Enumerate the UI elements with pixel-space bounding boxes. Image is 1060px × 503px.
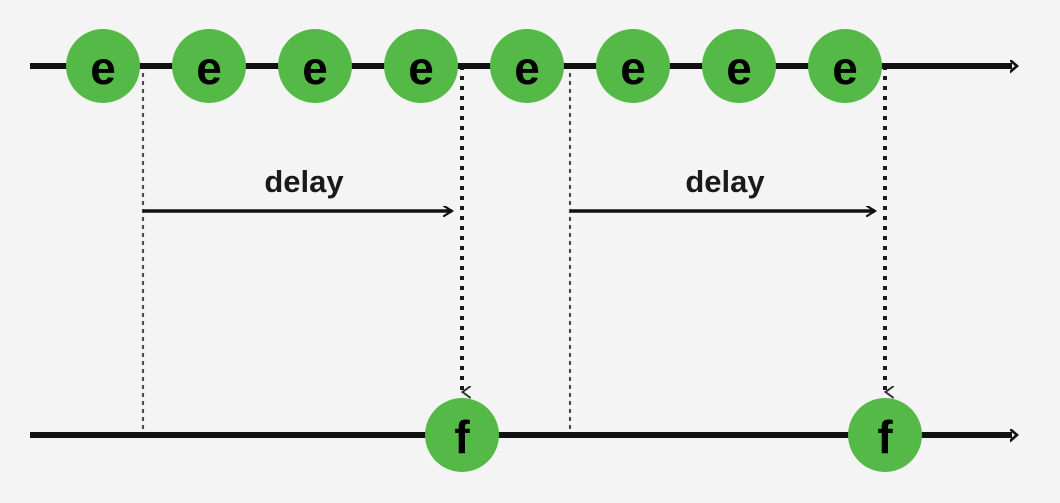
marble-circle[interactable] (66, 29, 140, 103)
source-marble[interactable]: e (808, 29, 882, 103)
source-marble[interactable]: e (66, 29, 140, 103)
source-marble[interactable]: e (278, 29, 352, 103)
output-marble[interactable]: f (848, 398, 922, 472)
marble-label: e (90, 42, 116, 94)
marble-label: e (832, 42, 858, 94)
marble-circle[interactable] (490, 29, 564, 103)
source-marble[interactable]: e (702, 29, 776, 103)
guide-lines-group (141, 64, 885, 440)
source-marble[interactable]: e (172, 29, 246, 103)
output-observable-timeline: f f (30, 398, 1012, 472)
source-marble[interactable]: e (384, 29, 458, 103)
marble-circle[interactable] (808, 29, 882, 103)
marble-circle[interactable] (848, 398, 922, 472)
marble-label: e (620, 42, 646, 94)
marble-label: e (196, 42, 222, 94)
marble-circle[interactable] (278, 29, 352, 103)
marble-label: e (408, 42, 434, 94)
marble-circle[interactable] (702, 29, 776, 103)
delay-label: delay (264, 164, 344, 199)
marble-circle[interactable] (596, 29, 670, 103)
marble-label: e (514, 42, 540, 94)
marble-label: e (726, 42, 752, 94)
source-marble[interactable]: e (596, 29, 670, 103)
marble-circle[interactable] (172, 29, 246, 103)
marble-label: f (877, 411, 893, 463)
marble-circle[interactable] (425, 398, 499, 472)
delay-span-2: delay (570, 164, 875, 211)
output-marble[interactable]: f (425, 398, 499, 472)
marble-label: f (454, 411, 470, 463)
delay-span-1: delay (143, 164, 452, 211)
source-marble[interactable]: e (490, 29, 564, 103)
marble-circle[interactable] (384, 29, 458, 103)
delay-label: delay (685, 164, 765, 199)
marble-label: e (302, 42, 328, 94)
source-observable-timeline: e e e e e e e (30, 29, 1012, 103)
